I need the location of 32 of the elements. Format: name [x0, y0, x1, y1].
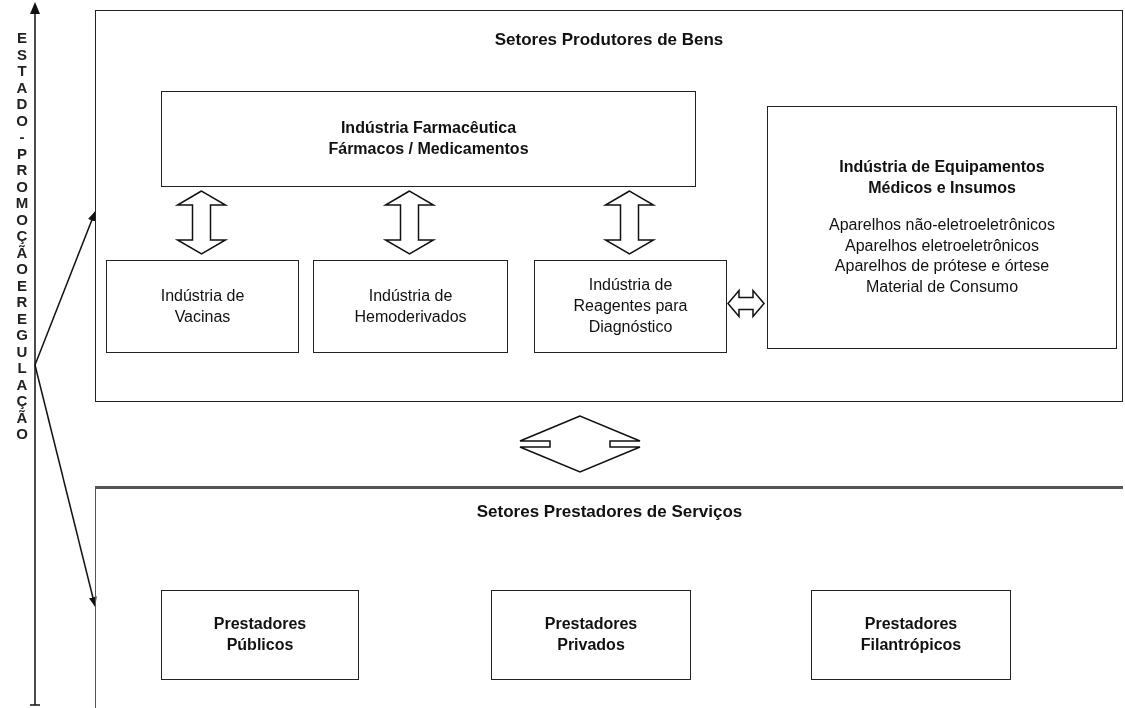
section-title: Setores Prestadores de Serviços	[476, 501, 743, 523]
process-box	[491, 590, 691, 680]
double-block-arrow	[519, 415, 641, 473]
box-label: Prestadores Públicos	[212, 614, 308, 655]
process-box	[534, 260, 727, 353]
box-label: Indústria Farmacêutica Fármacos / Medicamentos	[327, 118, 530, 159]
list-item: Aparelhos de prótese e órtese	[834, 256, 1050, 277]
process-box	[313, 260, 508, 353]
process-box	[161, 590, 359, 680]
list-item: Aparelhos não-eletroeletrônicos	[829, 214, 1055, 235]
process-box	[767, 106, 1117, 349]
double-block-arrow	[382, 190, 437, 255]
double-block-arrow	[727, 288, 765, 319]
double-block-arrow	[602, 190, 657, 255]
process-box	[106, 260, 299, 353]
section-title: Setores Produtores de Bens	[494, 29, 724, 51]
process-box	[811, 590, 1011, 680]
process-box	[161, 91, 696, 187]
list-item: Material de Consumo	[865, 277, 1019, 298]
double-block-arrow	[174, 190, 229, 255]
box-heading: Indústria de Equipamentos Médicos e Insumos	[838, 157, 1046, 198]
vertical-label: ESTADO - PROMOÇÃO E REGULAÇÃO	[14, 30, 30, 443]
list-item: Aparelhos eletroeletrônicos	[845, 235, 1039, 256]
box-label: Indústria de Reagentes para Diagnóstico	[572, 275, 689, 337]
box-label: Prestadores Filantrópicos	[859, 614, 963, 655]
box-label: Prestadores Privados	[543, 614, 639, 655]
arrow	[34, 364, 97, 607]
arrow	[34, 211, 96, 366]
section-panel	[95, 10, 1123, 402]
box-label: Indústria de Vacinas	[159, 285, 246, 327]
box-label: Indústria de Hemoderivados	[353, 285, 468, 327]
section-panel	[95, 486, 1123, 708]
